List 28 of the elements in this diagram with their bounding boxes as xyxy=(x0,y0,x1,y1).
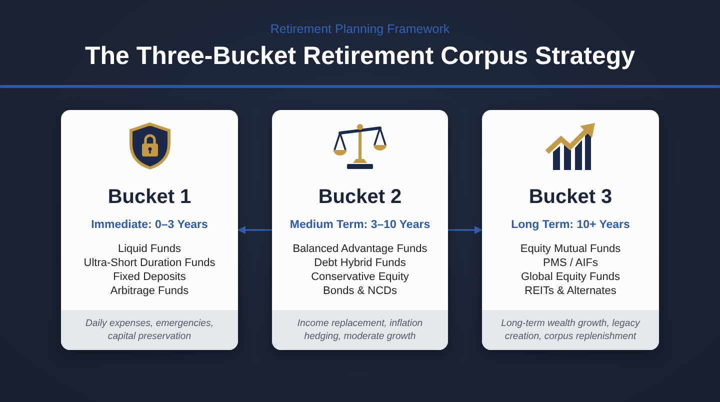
kicker-text: Retirement Planning Framework xyxy=(270,22,450,36)
fund-item: PMS / AIFs xyxy=(542,256,598,270)
fund-item: Conservative Equity xyxy=(311,270,409,284)
time-horizon: Medium Term: 3–10 Years xyxy=(290,218,430,233)
purpose-note: Income replacement, inflation hedging, moderate growth xyxy=(296,317,424,343)
card-title: Bucket 2 xyxy=(318,185,402,209)
fund-item: Balanced Advantage Funds xyxy=(292,242,428,256)
fund-item: Ultra-Short Duration Funds xyxy=(84,256,216,270)
time-horizon: Immediate: 0–3 Years xyxy=(91,218,208,233)
card-title: Bucket 3 xyxy=(528,185,612,209)
fund-item: Arbitrage Funds xyxy=(110,284,189,298)
fund-item: Liquid Funds xyxy=(118,242,181,256)
fund-item: Global Equity Funds xyxy=(520,270,620,284)
fund-item: REITs & Alternates xyxy=(524,284,616,298)
arrow xyxy=(448,226,482,234)
arrow xyxy=(238,226,272,234)
bucket-card xyxy=(482,110,659,350)
title: The Three-Bucket Retirement Corpus Strategy xyxy=(84,41,636,72)
fund-item: Fixed Deposits xyxy=(113,270,186,284)
card-title: Bucket 1 xyxy=(108,185,192,209)
bucket-card xyxy=(61,110,238,350)
bucket-card xyxy=(272,110,448,350)
purpose-note: Long-term wealth growth, legacy creation, corpus replenishment xyxy=(500,317,641,343)
time-horizon: Long Term: 10+ Years xyxy=(511,218,630,233)
purpose-note: Daily expenses, emergencies, capital preservation xyxy=(84,317,214,343)
fund-item: Debt Hybrid Funds xyxy=(314,256,406,270)
fund-item: Equity Mutual Funds xyxy=(520,242,621,256)
fund-item: Bonds & NCDs xyxy=(323,284,397,298)
